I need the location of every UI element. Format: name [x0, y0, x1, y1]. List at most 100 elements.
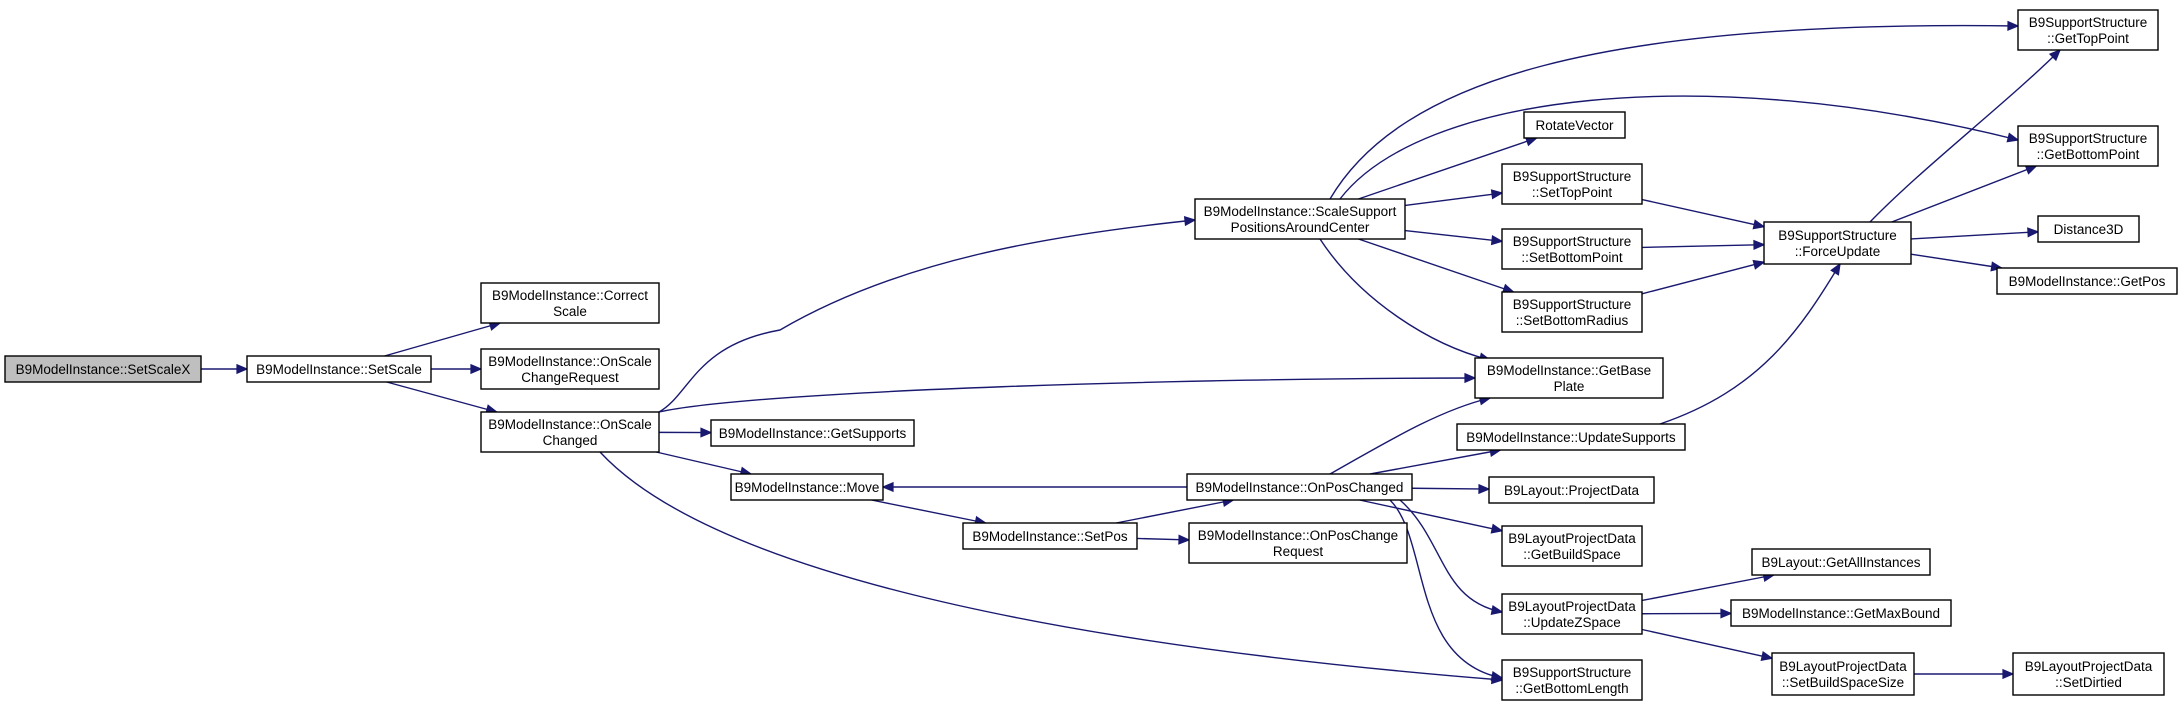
- node-label: B9SupportStructure: [1778, 228, 1897, 243]
- node-box: [2017, 9, 2159, 51]
- node-box: [710, 419, 915, 447]
- node-label: B9ModelInstance::ScaleSupport: [1204, 204, 1397, 219]
- node-box: [1488, 476, 1655, 504]
- node-updateSupports[interactable]: B9ModelInstance::UpdateSupports: [1456, 423, 1686, 451]
- arrowhead: [1478, 483, 1491, 495]
- node-getSupports[interactable]: B9ModelInstance::GetSupports: [710, 419, 915, 447]
- edge-scaleSupport-to-getBottomPoint: [1339, 95, 2020, 200]
- node-forceUpdate[interactable]: B9SupportStructure::ForceUpdate: [1763, 221, 1912, 265]
- node-setBuildSpaceSize[interactable]: B9LayoutProjectData::SetBuildSpaceSize: [1771, 652, 1915, 696]
- node-projectData[interactable]: B9Layout::ProjectData: [1488, 476, 1655, 504]
- edge-setScaleX-to-setScale: [201, 363, 249, 375]
- node-label: B9Layout::ProjectData: [1504, 483, 1640, 498]
- node-getBottomLength[interactable]: B9SupportStructure::GetBottomLength: [1501, 659, 1643, 701]
- node-onPosChanged[interactable]: B9ModelInstance::OnPosChanged: [1186, 473, 1413, 501]
- arrowhead: [1752, 259, 1766, 270]
- node-rotateVector[interactable]: RotateVector: [1523, 111, 1626, 139]
- node-setBottomRadius[interactable]: B9SupportStructure::SetBottomRadius: [1501, 291, 1643, 333]
- node-label: RotateVector: [1535, 118, 1614, 133]
- node-box: [1188, 522, 1408, 564]
- edge-setBottomRadius-to-forceUpdate: [1641, 259, 1766, 295]
- node-setScaleX[interactable]: B9ModelInstance::SetScaleX: [4, 355, 202, 383]
- arrowhead: [1830, 262, 1841, 276]
- edge-move-to-setPos: [871, 499, 988, 526]
- edge-scaleSupport-to-getBasePlate: [1319, 238, 1492, 363]
- edge-scaleSupport-to-setBottomRadius: [1358, 238, 1515, 294]
- node-box: [1186, 473, 1413, 501]
- arrowhead: [2007, 20, 2020, 31]
- node-setBottomPoint[interactable]: B9SupportStructure::SetBottomPoint: [1501, 228, 1643, 270]
- arrowhead: [700, 427, 713, 438]
- edge-onScaleChanged-to-scaleSupport: [658, 216, 1197, 413]
- node-getPos[interactable]: B9ModelInstance::GetPos: [1996, 267, 2178, 295]
- node-label: B9ModelInstance::OnScale: [488, 417, 652, 432]
- node-updateZSpace[interactable]: B9LayoutProjectData::UpdateZSpace: [1501, 593, 1643, 635]
- node-box: [2017, 125, 2159, 167]
- edge-updateZSpace-to-setBuildSpaceSize: [1641, 628, 1774, 661]
- edge-onScaleChanged-to-getSupports: [658, 427, 713, 438]
- node-setTopPoint[interactable]: B9SupportStructure::SetTopPoint: [1501, 163, 1643, 205]
- edge-onPosChanged-to-projectData: [1411, 483, 1491, 495]
- edge-forceUpdate-to-getBottomPoint: [1891, 165, 2038, 223]
- node-label: B9LayoutProjectData: [1508, 599, 1636, 614]
- edge-setPos-to-onPosChanged: [1116, 497, 1235, 524]
- node-getAllInstances[interactable]: B9Layout::GetAllInstances: [1751, 548, 1931, 576]
- node-setDirtied[interactable]: B9LayoutProjectData::SetDirtied: [2012, 652, 2165, 696]
- arrowhead: [2027, 227, 2040, 238]
- node-scaleSupport[interactable]: B9ModelInstance::ScaleSupportPositionsAr…: [1194, 198, 1406, 240]
- edge-scaleSupport-to-getTopPoint: [1329, 20, 2020, 200]
- node-label: ::GetBuildSpace: [1523, 547, 1621, 562]
- node-setScale[interactable]: B9ModelInstance::SetScale: [246, 355, 432, 383]
- edge-setBottomPoint-to-forceUpdate: [1641, 239, 1766, 251]
- arrowhead: [1720, 608, 1733, 619]
- node-distance3D[interactable]: Distance3D: [2037, 215, 2140, 243]
- node-box: [962, 522, 1138, 550]
- node-box: [1763, 221, 1912, 265]
- edge-forceUpdate-to-distance3D: [1910, 227, 2040, 240]
- arrowhead: [236, 363, 249, 375]
- node-label: B9ModelInstance::SetPos: [972, 529, 1128, 544]
- node-label: B9SupportStructure: [1513, 297, 1632, 312]
- node-getBuildSpace[interactable]: B9LayoutProjectData::GetBuildSpace: [1501, 525, 1643, 567]
- arrowhead: [470, 363, 483, 375]
- edge-updateZSpace-to-getAllInstances: [1641, 572, 1776, 602]
- node-label: B9ModelInstance::GetBase: [1487, 363, 1651, 378]
- node-getTopPoint[interactable]: B9SupportStructure::GetTopPoint: [2017, 9, 2159, 51]
- node-label: ::SetBottomPoint: [1521, 250, 1623, 265]
- node-box: [480, 282, 660, 324]
- node-label: PositionsAroundCenter: [1231, 220, 1370, 235]
- node-box: [1751, 548, 1931, 576]
- node-label: Distance3D: [2054, 222, 2124, 237]
- node-move[interactable]: B9ModelInstance::Move: [730, 473, 884, 501]
- node-label: ::SetDirtied: [2055, 675, 2122, 690]
- node-label: B9SupportStructure: [2029, 131, 2148, 146]
- node-label: ::GetBottomPoint: [2037, 147, 2140, 162]
- node-box: [1523, 111, 1626, 139]
- edge-onScaleChanged-to-move: [656, 451, 753, 477]
- node-box: [1996, 267, 2178, 295]
- node-label: B9ModelInstance::Move: [735, 480, 880, 495]
- node-label: B9ModelInstance::UpdateSupports: [1466, 430, 1676, 445]
- arrowhead: [1183, 216, 1197, 227]
- node-getMaxBound[interactable]: B9ModelInstance::GetMaxBound: [1730, 599, 1952, 627]
- node-label: ::SetBuildSpaceSize: [1782, 675, 1904, 690]
- node-label: B9ModelInstance::OnScale: [488, 354, 652, 369]
- node-box: [1194, 198, 1406, 240]
- node-label: B9LayoutProjectData: [1508, 531, 1636, 546]
- edge-onPosChanged-to-getBuildSpace: [1359, 499, 1504, 534]
- edge-updateZSpace-to-getMaxBound: [1641, 608, 1733, 619]
- node-box: [1456, 423, 1686, 451]
- node-box: [1501, 163, 1643, 205]
- arrowhead: [1464, 372, 1477, 384]
- node-getBottomPoint[interactable]: B9SupportStructure::GetBottomPoint: [2017, 125, 2159, 167]
- node-box: [1501, 291, 1643, 333]
- node-label: B9SupportStructure: [2029, 15, 2148, 30]
- node-setPos[interactable]: B9ModelInstance::SetPos: [962, 522, 1138, 550]
- arrowhead: [1490, 604, 1504, 615]
